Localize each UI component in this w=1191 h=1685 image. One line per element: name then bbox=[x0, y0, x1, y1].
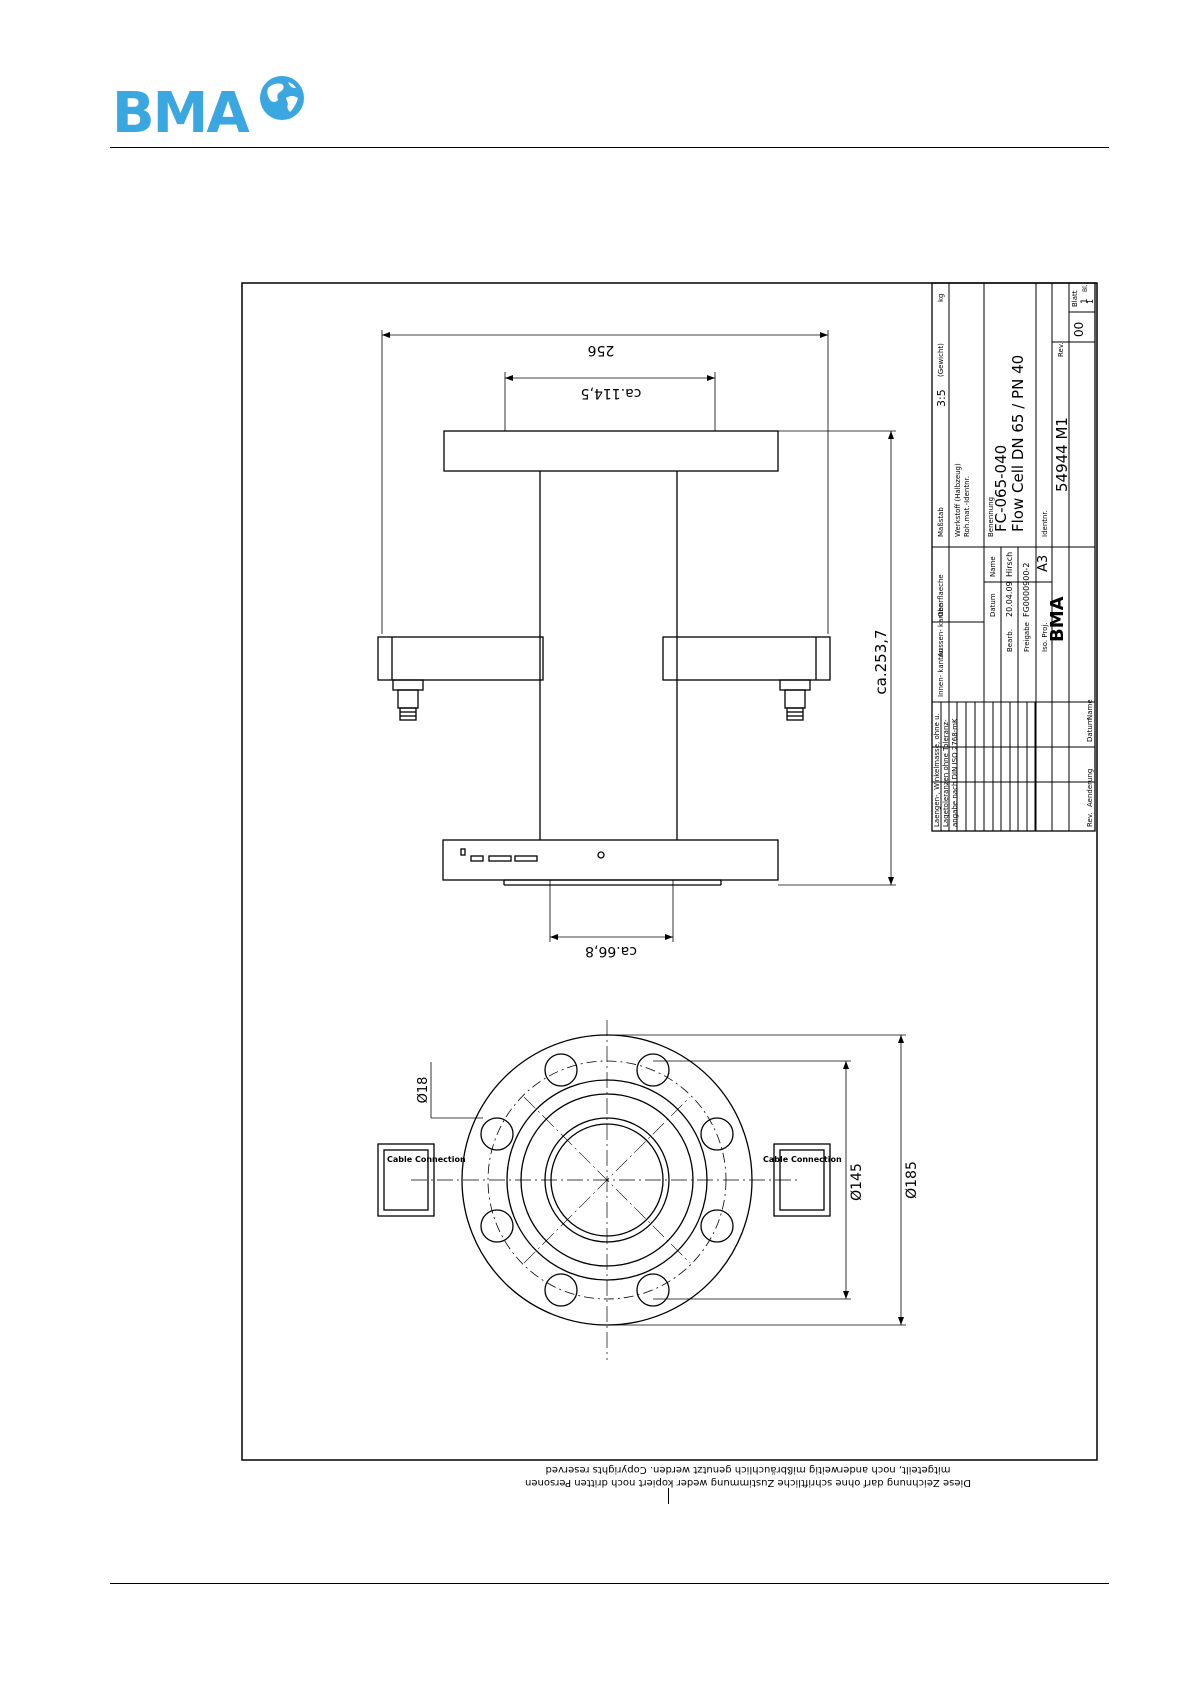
side-view-arrows bbox=[382, 332, 894, 940]
drawing-frame bbox=[241, 282, 1098, 1461]
scale-value: 3:5 bbox=[935, 389, 948, 407]
sheet-label: Blatt bbox=[1071, 290, 1079, 307]
copyright-line-1: Diese Zeichnung darf ohne schriftliche Z… bbox=[525, 1477, 971, 1488]
dim-253: ca.253,7 bbox=[872, 629, 890, 694]
bma-logo: BMA bbox=[112, 66, 322, 146]
name-heading: Benennung bbox=[987, 497, 995, 537]
title-block bbox=[931, 282, 1096, 832]
dim-66: ca.66,8 bbox=[585, 943, 637, 959]
logo-text: BMA bbox=[112, 81, 250, 146]
globe-icon bbox=[260, 76, 304, 120]
sheets-value: 1 bbox=[1086, 299, 1095, 304]
sheet-size: A3 bbox=[1036, 555, 1051, 572]
technical-drawing: 256 ca.114,5 ca.253,7 ca.66,8 bbox=[241, 282, 1098, 1461]
brand-mark: BMA bbox=[1047, 596, 1068, 642]
sheets-label: Bl. bbox=[1082, 284, 1089, 292]
date-column: Datum bbox=[1086, 718, 1094, 742]
drawn-label: Bearb. bbox=[1006, 629, 1014, 652]
tolerance-note-1: Laengen-, Winkelmasse, ohne u. bbox=[933, 713, 941, 827]
weight-label: (Gewicht) bbox=[937, 343, 945, 377]
cable-connection-left: Cable Connection bbox=[387, 1155, 466, 1164]
sheet-value: 1 bbox=[1080, 298, 1090, 304]
drawn-date: 20.04.09 bbox=[1005, 581, 1014, 617]
center-mark bbox=[668, 1488, 669, 1504]
material-label: Werkstoff (Halbzeug) bbox=[954, 463, 962, 537]
cable-connection-right: Cable Connection bbox=[763, 1155, 842, 1164]
dim-185: Ø185 bbox=[904, 1161, 920, 1199]
drawn-name: Hirsch bbox=[1005, 552, 1014, 577]
date-label: Datum bbox=[989, 593, 997, 617]
name-label: Name bbox=[989, 556, 997, 577]
header-rule bbox=[110, 147, 1109, 148]
flange-view bbox=[377, 1020, 906, 1360]
scale-label: Maßstab bbox=[937, 507, 945, 537]
side-view bbox=[377, 330, 896, 942]
ident-label: Identnr. bbox=[1041, 510, 1049, 537]
footer-rule bbox=[110, 1583, 1109, 1584]
tolerance-note-3: angabe nach DIN ISO 2768-mK bbox=[951, 718, 959, 827]
surface-label: Oberflaeche bbox=[937, 574, 945, 617]
iso-label: Iso. Proj. bbox=[1041, 622, 1049, 652]
rev-column: Rev. bbox=[1086, 812, 1094, 827]
rev-label: Rev. bbox=[1057, 342, 1065, 357]
release-label: Freigabe bbox=[1023, 622, 1031, 652]
change-column: Aenderung bbox=[1086, 769, 1094, 807]
dim-18: Ø18 bbox=[416, 1077, 431, 1104]
part-number: FC-065-040 bbox=[992, 445, 1010, 532]
flange-arrows bbox=[843, 1035, 904, 1325]
copyright-note: Diese Zeichnung darf ohne schriftliche Z… bbox=[488, 1463, 1008, 1489]
rev-value: 00 bbox=[1072, 322, 1086, 337]
part-description: Flow Cell DN 65 / PN 40 bbox=[1009, 355, 1027, 532]
release-no: FG0000900-2 bbox=[1022, 563, 1031, 617]
name-column: Name bbox=[1086, 699, 1094, 720]
tolerance-note-2: Lagetoleranzen ohne Toleranz- bbox=[942, 719, 950, 827]
outer-edges-label: Aussen- kanten bbox=[937, 603, 945, 657]
dim-114: ca.114,5 bbox=[581, 385, 642, 401]
dim-145: Ø145 bbox=[849, 1163, 865, 1201]
copyright-line-2: mitgeteilt, noch anderweitig mißbräuchli… bbox=[545, 1464, 951, 1475]
weight-unit: kg bbox=[937, 294, 945, 303]
raw-label: Roh.mat.-Identnr. bbox=[963, 476, 971, 537]
dim-256: 256 bbox=[588, 342, 615, 358]
inner-edges-label: Innen- kanten bbox=[937, 648, 945, 697]
ident-number: 54944 M1 bbox=[1053, 417, 1071, 492]
